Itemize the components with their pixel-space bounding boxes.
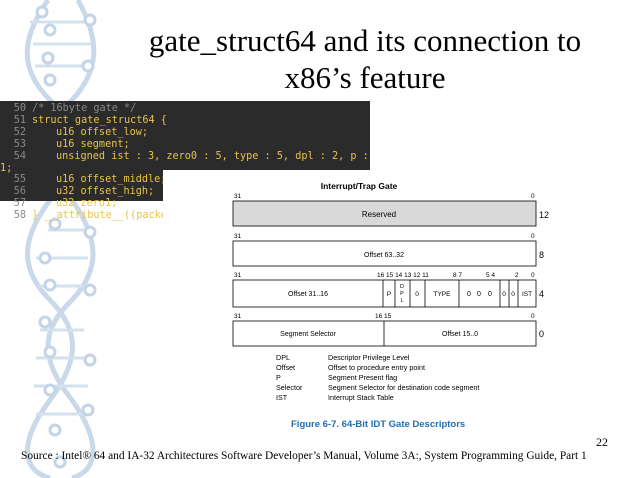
legend: DPL Descriptor Privilege Level Offset Of… <box>276 353 479 402</box>
code-line: 51 struct gate_struct64 { <box>0 115 370 127</box>
code-text: u16 offset_middle; <box>56 174 167 186</box>
line-number: 50 <box>13 103 26 114</box>
figure-heading: Interrupt/Trap Gate <box>321 181 398 191</box>
row1-bit-lo: 0 <box>531 233 535 240</box>
zero-bit: 0 <box>488 291 492 298</box>
line-number: 52 <box>13 126 26 138</box>
row2-offset: 4 <box>539 289 544 299</box>
line-number: 58 <box>13 210 26 222</box>
line-number: 54 <box>13 150 26 162</box>
code-text: u32 offset_high; <box>56 186 155 198</box>
row1-offset: 8 <box>539 250 544 260</box>
code-line: 55 u16 offset_middle; <box>0 174 370 186</box>
row0-bit-hi: 31 <box>234 193 242 200</box>
line-number: 53 <box>13 138 26 150</box>
segment-selector-label: Segment Selector <box>280 331 336 338</box>
row2-bits-16-11: 16 15 14 13 12 11 <box>377 272 429 279</box>
legend-term: Offset <box>276 363 295 372</box>
zero-bit: 0 <box>511 291 515 298</box>
legend-desc: Offset to procedure entry point <box>328 363 425 372</box>
zero-bit: 0 <box>502 291 506 298</box>
code-text: struct gate_struct64 { <box>32 114 167 126</box>
ist-label: IST <box>522 291 532 298</box>
row3-offset: 0 <box>539 329 544 339</box>
type-label: TYPE <box>434 291 452 298</box>
source-citation: Source : Intel® 64 and IA-32 Architectur… <box>21 450 587 462</box>
code-text: u16 segment; <box>56 138 130 150</box>
zero-bit-label: 0 <box>415 291 419 298</box>
row2-bit-2: 2 <box>515 272 519 279</box>
dna-helix-decoration <box>24 0 97 478</box>
slide-title: gate_struct64 and its connection to x86’… <box>105 22 625 96</box>
title-line-1: gate_struct64 and its connection to <box>148 23 582 58</box>
legend-desc: Descriptor Privilege Level <box>328 353 410 362</box>
code-line: 56 u32 offset_high; <box>0 186 370 198</box>
p-bit-label: P <box>387 291 391 298</box>
code-line: 50 /* 16byte gate */ <box>0 103 370 115</box>
zero-bit: 0 <box>477 291 481 298</box>
offset-low-label: Offset 15..0 <box>442 331 478 338</box>
dpl-letter-l: L <box>400 298 403 304</box>
legend-desc: Interrupt Stack Table <box>328 393 394 402</box>
offset-high-field <box>232 240 537 267</box>
legend-desc: Segment Present flag <box>328 373 397 382</box>
code-text: unsigned ist : 3, zero0 : 5, type : 5, d… <box>0 150 369 174</box>
legend-term: DPL <box>276 353 290 362</box>
selector-row <box>232 320 537 347</box>
row3-bit-lo: 0 <box>531 313 535 320</box>
figure-caption: Figure 6-7. 64-Bit IDT Gate Descriptors <box>291 419 465 430</box>
legend-term: Selector <box>276 383 303 392</box>
code-text: } __attribute__((packed <box>32 210 174 222</box>
idt-gate-figure: Interrupt/Trap Gate 31 0 Reserved 12 31 … <box>163 170 555 438</box>
row2-bits-8-7: 8 7 <box>453 272 462 279</box>
code-line: 52 u16 offset_low; <box>0 127 370 139</box>
row3-bit-hi: 31 <box>234 313 242 320</box>
code-text: u16 offset_low; <box>56 126 149 138</box>
control-row <box>232 279 537 308</box>
page-number: 22 <box>596 435 608 449</box>
line-number: 51 <box>13 114 26 126</box>
reserved-label: Reserved <box>362 210 396 219</box>
legend-desc: Segment Selector for destination code se… <box>328 383 479 392</box>
code-text: /* 16byte gate */ <box>32 103 137 114</box>
idt-gate-diagram: Interrupt/Trap Gate 31 0 Reserved 12 31 … <box>232 181 549 430</box>
code-line: 58 } __attribute__((packed <box>0 210 370 222</box>
line-number: 55 <box>13 174 26 186</box>
code-line: 57 u32 zero1; <box>0 198 370 210</box>
zero-bit: 0 <box>467 291 471 298</box>
legend-term: P <box>276 373 281 382</box>
line-number: 57 <box>13 198 26 210</box>
reserved-field <box>232 200 537 227</box>
row0-bit-lo: 0 <box>531 193 535 200</box>
offset-middle-label: Offset 31..16 <box>288 291 328 298</box>
row0-offset: 12 <box>539 210 549 220</box>
row2-bit-0: 0 <box>531 272 535 279</box>
title-line-2: x86’s feature <box>284 60 446 95</box>
code-text: u32 zero1; <box>56 198 118 210</box>
row1-bit-hi: 31 <box>234 233 242 240</box>
dpl-letter-p: P <box>400 291 404 297</box>
row2-bits-5-4: 5 4 <box>486 272 495 279</box>
dpl-letter-d: D <box>400 284 404 290</box>
line-number: 56 <box>13 186 26 198</box>
offset-high-label: Offset 63..32 <box>364 252 404 259</box>
legend-term: IST <box>276 393 288 402</box>
row3-bit-mid: 16 15 <box>375 313 392 320</box>
row2-bit-31: 31 <box>234 272 242 279</box>
code-line: 53 u16 segment; <box>0 139 370 151</box>
